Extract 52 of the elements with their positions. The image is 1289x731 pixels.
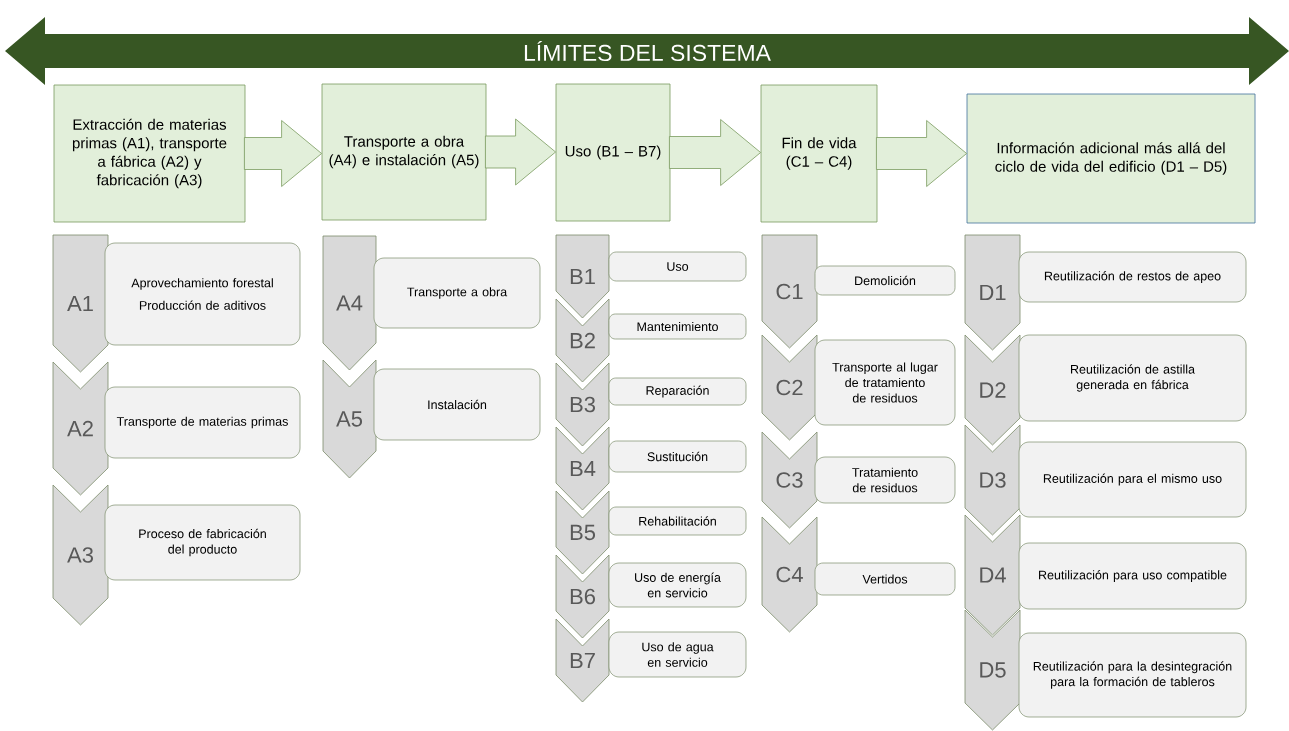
code-tab: C2 <box>761 334 818 441</box>
step-box: Tratamiento de residuos <box>814 456 956 504</box>
node-label: D5 <box>980 662 1006 678</box>
step-box: Uso de energía en servicio <box>608 562 747 608</box>
code-tab: A3 <box>52 484 109 626</box>
stage-box: Fin de vida (C1 – C4) <box>760 84 878 223</box>
code-tab: A4 <box>322 235 377 371</box>
step-box: Mantenimiento <box>608 313 747 340</box>
code-tab: B6 <box>555 554 610 639</box>
step-box: Aprovechamiento forestal Producción de aditivos <box>104 242 301 346</box>
code-tab: D5 <box>964 609 1021 731</box>
code-tab: B4 <box>555 426 610 511</box>
step-box: Transporte a obra <box>373 257 541 329</box>
code-tab: C1 <box>761 234 818 349</box>
step-box: Demolición <box>814 265 956 296</box>
code-tab: B7 <box>555 618 610 703</box>
step-box: Uso <box>608 251 747 282</box>
block-arrow <box>485 118 556 186</box>
stage-box: Información adicional más allá del ciclo de vida del edificio (D1 – D5) <box>966 93 1256 224</box>
step-box: Reutilización para el mismo uso <box>1018 441 1247 518</box>
code-tab: A1 <box>52 234 109 373</box>
block-arrow <box>244 120 322 187</box>
step-box: Reparación <box>608 377 747 406</box>
code-tab: A2 <box>52 361 109 496</box>
step-box: Reutilización de restos de apeo <box>1018 251 1247 303</box>
code-tab: D4 <box>964 514 1021 636</box>
step-box: Reutilización para uso compatible <box>1018 542 1247 610</box>
code-tab: B1 <box>555 234 610 319</box>
code-tab: B3 <box>555 362 610 447</box>
code-tab: D3 <box>964 424 1021 536</box>
step-box: Sustitución <box>608 440 747 473</box>
step-box: Vertidos <box>814 562 956 596</box>
step-box: Instalación <box>373 368 541 441</box>
block-arrow <box>876 120 967 187</box>
step-box: Reutilización de astilla generada en fábrica <box>1018 334 1247 422</box>
step-box: Proceso de fabricación del producto <box>104 504 301 581</box>
code-tab: C4 <box>761 516 818 633</box>
step-box: Uso de agua en servicio <box>608 631 747 678</box>
code-tab: D2 <box>964 334 1021 446</box>
stage-box: Uso (B1 – B7) <box>555 83 671 222</box>
step-box: Rehabilitación <box>608 506 747 536</box>
code-tab: A5 <box>322 359 377 479</box>
stage-box: Transporte a obra (A4) e instalación (A5) <box>321 83 487 221</box>
code-tab: B5 <box>555 490 610 575</box>
code-tab: B2 <box>555 298 610 383</box>
stage-box: Extracción de materias primas (A1), transporte a fábrica (A2) y fabricación (A3) <box>53 84 246 223</box>
block-arrow <box>669 119 761 186</box>
step-box: Transporte al lugar de tratamiento de residuos <box>814 339 956 426</box>
code-tab: C3 <box>761 431 818 529</box>
step-box: Transporte de materias primas <box>104 386 301 459</box>
step-box: Reutilización para la desintegración para la formación de tableros <box>1018 632 1247 718</box>
code-tab: D1 <box>964 234 1021 351</box>
